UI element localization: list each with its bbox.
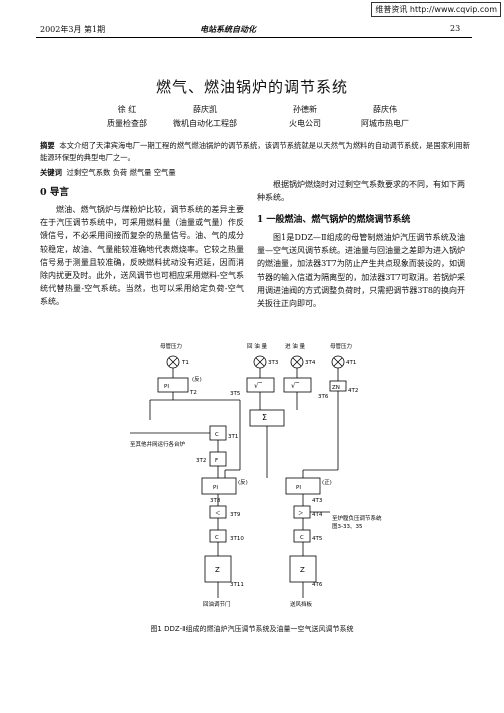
label-t2: T2 (189, 390, 197, 396)
pi-block-4t3 (285, 477, 321, 495)
sqrt-symbol-right: √‾ (291, 382, 299, 390)
header-rule (36, 37, 472, 38)
c-label-3t10: C (215, 535, 219, 541)
pi-block-t2 (157, 377, 189, 393)
paper-title: 燃气、燃油锅炉的调节系统 (155, 78, 348, 96)
keywords: 关键词 过剩空气系数 负荷 燃气量 空气量 (40, 166, 470, 179)
section-1-text: 图1是DDZ—Ⅱ组成的母管制燃油炉汽压调节系统及油量—空气送风调节系统。进油量与… (257, 233, 465, 309)
sqrt-block-right (283, 377, 312, 393)
label-4t1: 4T1 (346, 360, 356, 366)
sensor-t1 (166, 355, 180, 369)
author-2-name: 薛庆凯 (193, 105, 217, 114)
label-3t1: 3T1 (228, 434, 238, 440)
author-1-name: 徐 红 (117, 105, 137, 114)
top-label-supply-oil: 进 油 量 (285, 342, 305, 350)
note-furnace-pressure: 至炉膛负压调节系统 (332, 514, 382, 522)
author-2-org: 微机自动化工程部 (173, 119, 237, 128)
z-label-3t11: Z (215, 566, 220, 574)
c-label-3t1: C (215, 432, 219, 438)
author-4-name: 薛庆伟 (373, 105, 397, 114)
lt-symbol-3t9: ＜ (215, 511, 221, 517)
label-3t4: 3T4 (305, 360, 316, 366)
journal-name: 电站系统自动化 (200, 24, 256, 34)
sqrt-symbol-left: √‾ (254, 382, 262, 390)
label-4t3: 4T3 (312, 498, 323, 504)
pi-block-3t8 (201, 477, 237, 495)
page-number: 23 (450, 24, 461, 33)
rev-label-3t8: (反) (238, 478, 248, 486)
pi-label-4t3: PI (296, 485, 301, 491)
label-return-oil-valve: 回油调节门 (203, 600, 231, 608)
f-label-3t2: F (215, 458, 218, 464)
section-0-heading: 0 导言 (40, 187, 69, 198)
label-air-damper: 送风挡板 (290, 600, 313, 608)
header-date: 2002年3月 第1期 (40, 25, 106, 34)
c-label-4t5: C (300, 535, 304, 541)
label-3t8: 3T8 (210, 498, 221, 504)
section-1-heading: 1 一般燃油、燃气锅炉的燃烧调节系统 (257, 215, 411, 225)
intro-right-text: 根据锅炉燃烧时对过剩空气系数要求的不同，有如下两种系统。 (257, 180, 465, 203)
label-3t9: 3T9 (230, 512, 241, 518)
sensor-3t3 (253, 355, 267, 369)
label-3t11: 3T11 (230, 582, 244, 588)
label-4t5: 4T5 (312, 536, 323, 542)
sensor-3t4 (290, 355, 304, 369)
rev-label-t2: (反) (192, 375, 202, 383)
label-3t5: 3T5 (230, 391, 241, 397)
pi-label-3t8: PI (213, 485, 218, 491)
section-0-text: 燃油、燃气锅炉与煤粉炉比较，调节系统的差异主要在于汽压调节系统中，可采用燃料量（… (40, 205, 244, 307)
abstract-label: 摘要 (40, 141, 55, 150)
watermark: 维普资讯 http://www.cqvip.com (371, 2, 501, 17)
author-1-org: 质量检查部 (107, 119, 147, 128)
label-4t2: 4T2 (348, 388, 358, 394)
note-figure-ref: 图3-33、35 (332, 522, 363, 530)
author-3-org: 火电公司 (289, 119, 321, 128)
zn-label: ZN (332, 385, 340, 391)
pi-label-t2: PI (164, 384, 169, 390)
author-4-org: 阿城市热电厂 (361, 119, 409, 128)
c-block-4t5 (293, 529, 311, 543)
sensor-4t1 (331, 355, 345, 369)
sqrt-block-left (246, 377, 275, 393)
label-t1: T1 (181, 360, 189, 366)
label-3t10: 3T10 (230, 536, 244, 542)
keywords-text: 过剩空气系数 负荷 燃气量 空气量 (66, 168, 176, 177)
top-label-pressure-1: 母管压力 (160, 342, 182, 350)
label-4t4: 4T4 (312, 512, 323, 518)
label-3t2: 3T2 (196, 458, 206, 464)
note-other-boilers: 至其他并网运行各台炉 (130, 440, 186, 448)
label-3t6: 3T6 (318, 394, 329, 400)
keywords-label: 关键词 (40, 168, 62, 177)
abstract: 摘要 本文介绍了天津宾海电厂一期工程的燃气燃油锅炉的调节系统，该调节系统就是以天… (40, 140, 470, 164)
top-label-return-oil: 回 油 量 (247, 342, 267, 350)
sigma-symbol: Σ (262, 413, 267, 422)
label-3t3: 3T3 (268, 360, 279, 366)
top-label-pressure-2: 母管压力 (330, 342, 352, 350)
label-4t6: 4T6 (312, 582, 323, 588)
abstract-text: 本文介绍了天津宾海电厂一期工程的燃气燃油锅炉的调节系统，该调节系统就是以天然气为… (40, 141, 471, 162)
fwd-label-4t3: (正) (322, 479, 332, 486)
figure-caption: 图1 DDZ-Ⅱ组成的燃油炉汽压调节系统及油量一空气送风调节系统 (150, 625, 354, 633)
gt-symbol-4t4: ＞ (298, 511, 304, 517)
author-3-name: 孙德新 (293, 105, 317, 114)
z-label-4t6: Z (300, 566, 305, 574)
